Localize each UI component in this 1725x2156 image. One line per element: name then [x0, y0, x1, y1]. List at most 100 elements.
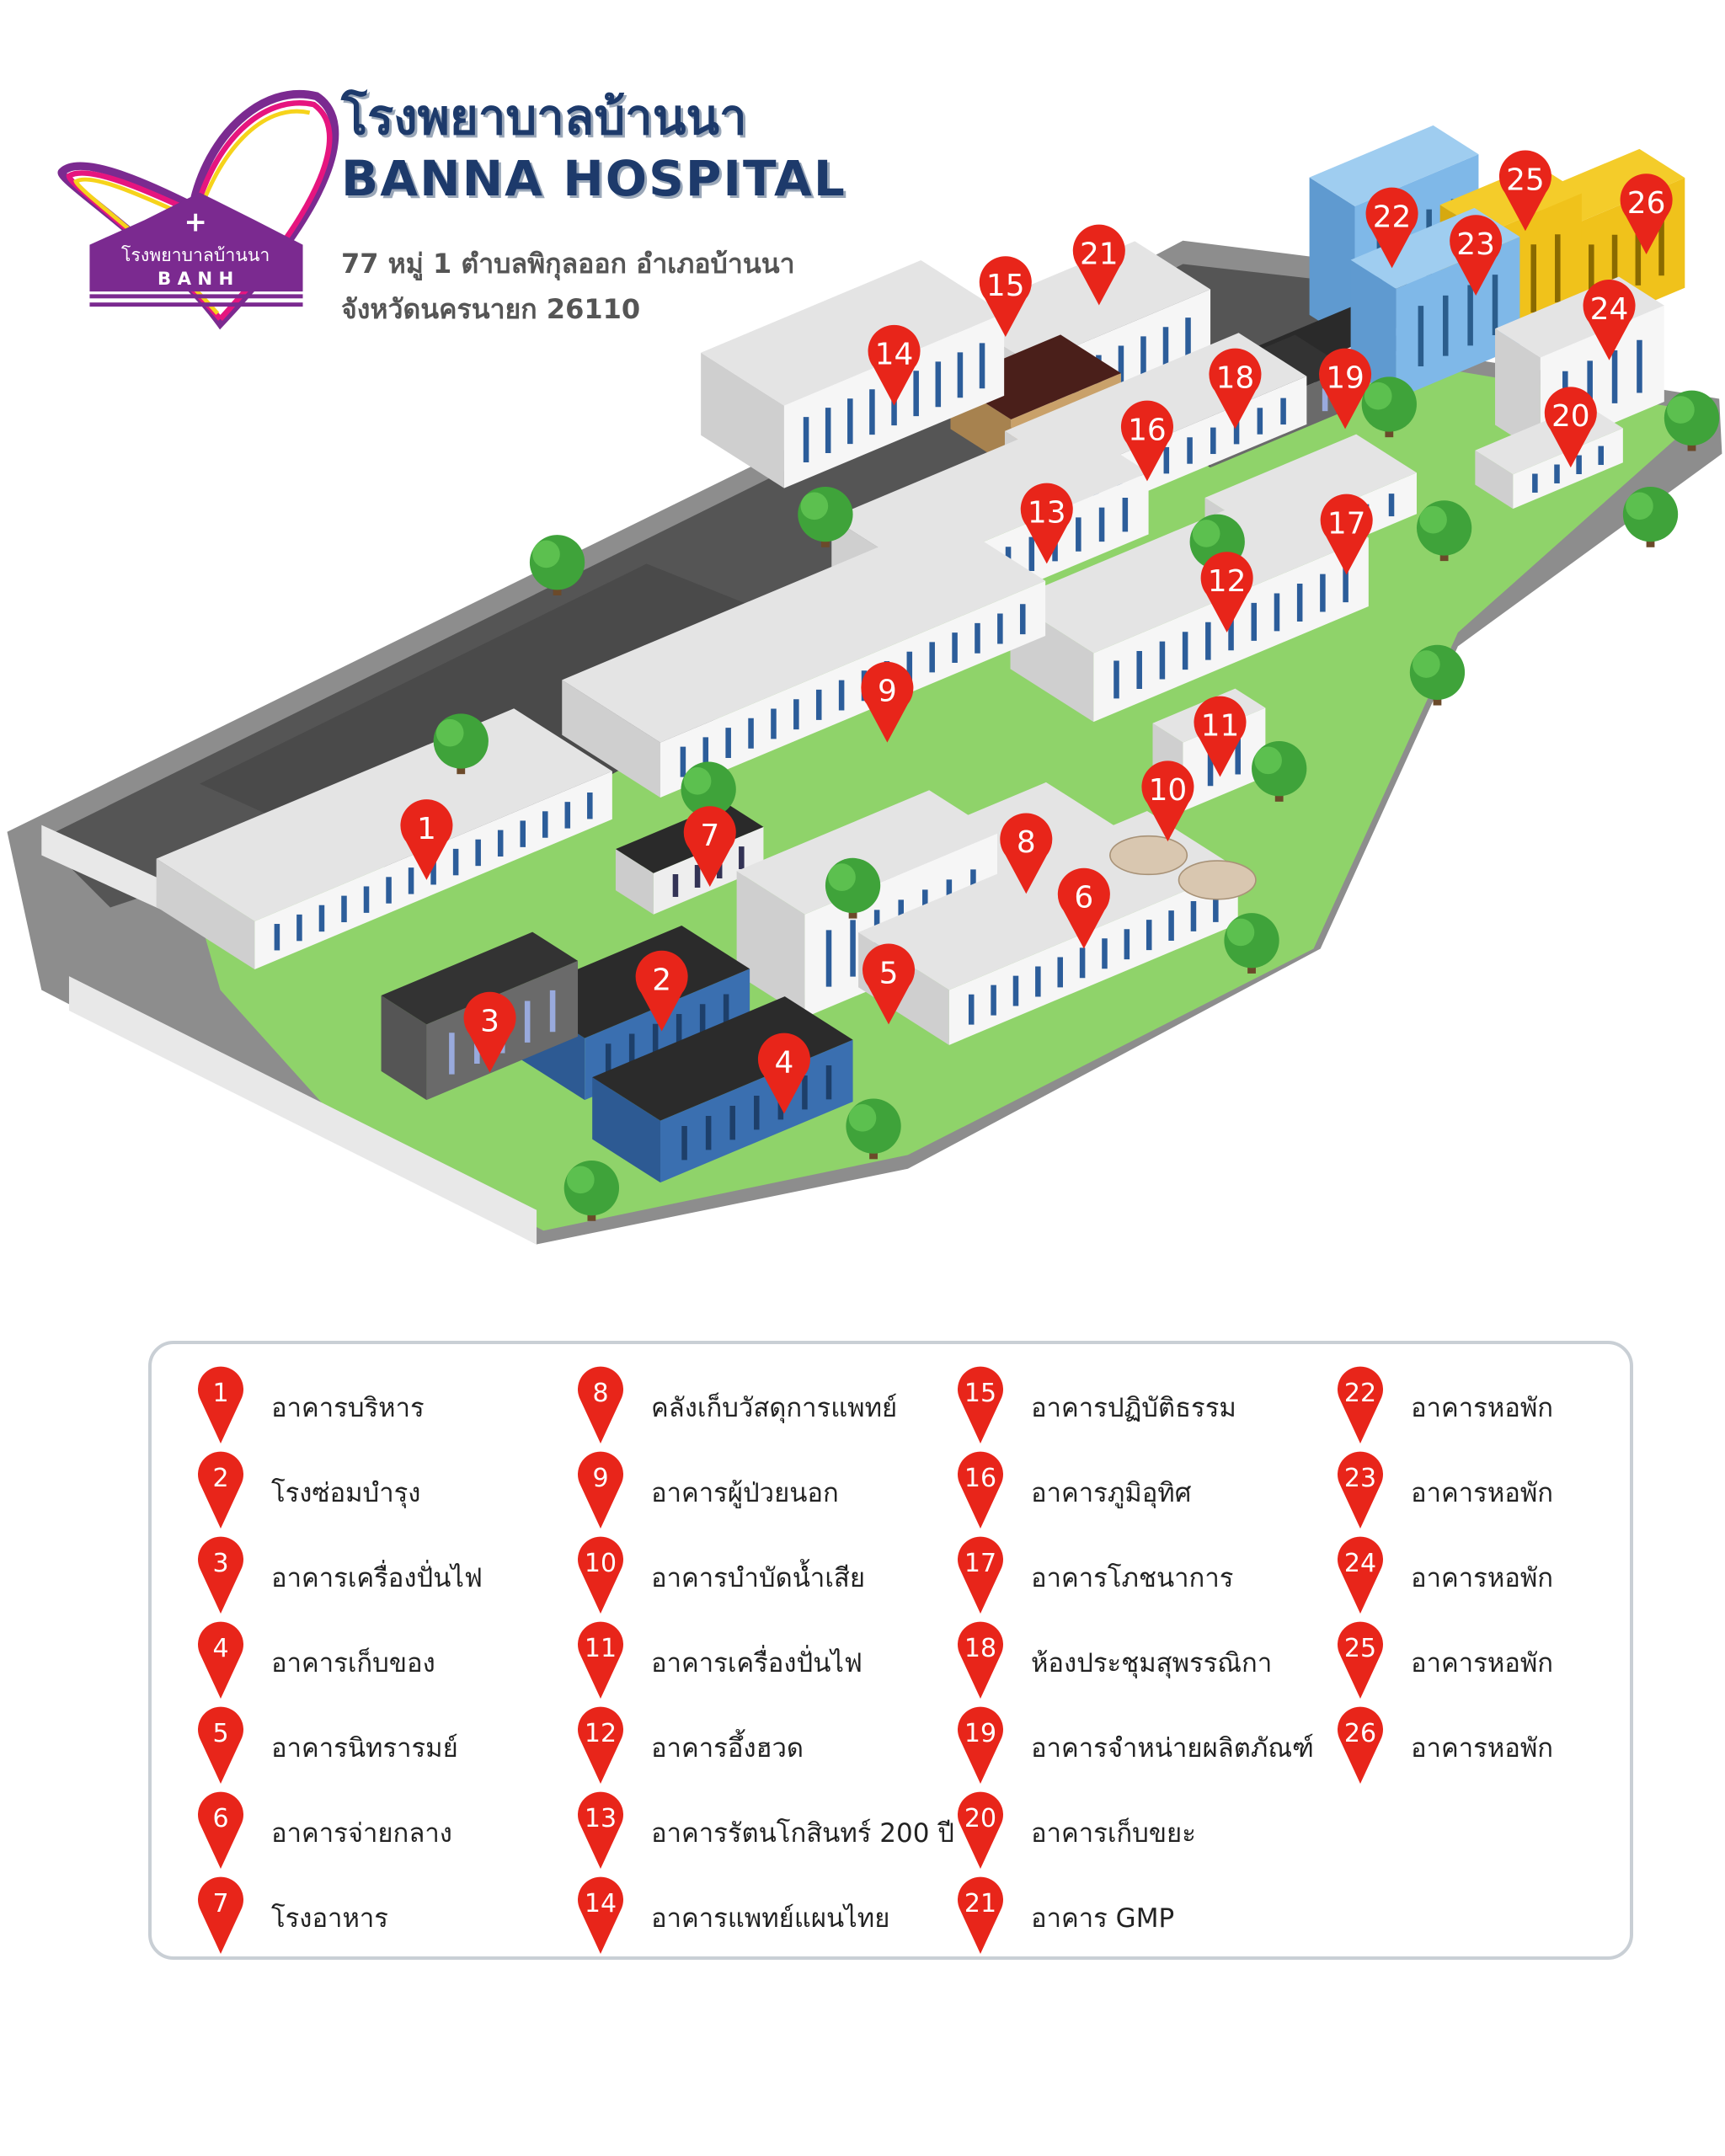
map-marker-icon: 1 [198, 1366, 243, 1444]
map-pin-20[interactable]: 20 [1544, 387, 1597, 468]
map-pin-24[interactable]: 24 [1583, 279, 1636, 360]
legend-item: 9 อาคารผู้ป่วยนอก [575, 1451, 839, 1531]
legend-number: 1 [212, 1379, 228, 1408]
map-marker-icon: 9 [578, 1451, 623, 1529]
map-marker-icon: 5 [198, 1706, 243, 1784]
map-marker-icon [979, 256, 1032, 337]
map-pin-23[interactable]: 23 [1450, 215, 1503, 296]
map-pin-6[interactable]: 6 [1057, 867, 1110, 949]
map-marker-icon [1620, 173, 1673, 255]
map-pin-25[interactable]: 25 [1498, 150, 1551, 232]
map-marker-icon: 6 [198, 1791, 243, 1869]
map-marker-icon [1000, 813, 1053, 894]
map-pin-22[interactable]: 22 [1365, 187, 1418, 269]
pin-number: 8 [1017, 825, 1036, 860]
pin-number: 9 [878, 675, 897, 709]
legend-label: อาคารจำหน่ายผลิตภัณฑ์ [1031, 1733, 1314, 1764]
legend-label: อาคาร GMP [1031, 1903, 1175, 1934]
legend-label: อาคารเก็บของ [271, 1648, 435, 1678]
map-marker-icon: 19 [958, 1706, 1003, 1784]
map-pin-16[interactable]: 16 [1120, 400, 1173, 482]
legend-number: 20 [964, 1804, 996, 1833]
map-marker-icon [1072, 224, 1125, 306]
tree [1416, 500, 1472, 562]
legend-label: ห้องประชุมสุพรรณิกา [1031, 1648, 1273, 1678]
legend-number: 26 [1344, 1719, 1376, 1748]
tree [1224, 913, 1279, 974]
legend-item: 11 อาคารเครื่องปั่นไฟ [575, 1621, 862, 1701]
legend-label: อาคารเครื่องปั่นไฟ [651, 1648, 862, 1678]
address-line-1: 77 หมู่ 1 ตำบลพิกุลออก อำเภอบ้านนา [341, 248, 795, 280]
pin-number: 14 [875, 338, 914, 372]
map-marker-icon [1319, 348, 1372, 430]
legend-number: 14 [585, 1889, 617, 1919]
map-pin-4[interactable]: 4 [757, 1033, 810, 1114]
map-marker-icon [1020, 483, 1073, 564]
legend-number: 24 [1344, 1549, 1376, 1578]
legend-label: อาคารหอพัก [1411, 1648, 1554, 1678]
map-marker-icon [1544, 387, 1597, 468]
pin-number: 2 [652, 963, 671, 998]
map-pin-17[interactable]: 17 [1320, 494, 1373, 575]
map-marker-icon [1450, 215, 1503, 296]
legend-label: อาคารภูมิอุทิศ [1031, 1478, 1192, 1508]
map-pin-12[interactable]: 12 [1200, 552, 1253, 633]
map-marker-icon: 24 [1338, 1536, 1383, 1614]
map-marker-icon [1200, 552, 1253, 633]
legend-number: 18 [964, 1634, 996, 1663]
map-marker-icon: 20 [958, 1791, 1003, 1869]
map-pin-14[interactable]: 14 [868, 324, 921, 406]
legend-number: 11 [585, 1634, 617, 1663]
tree [798, 486, 853, 547]
map-pin-21[interactable]: 21 [1072, 224, 1125, 306]
map-pin-9[interactable]: 9 [861, 661, 914, 743]
map-marker-icon: 4 [198, 1621, 243, 1699]
legend-number: 13 [585, 1804, 617, 1833]
map-marker-icon [1120, 400, 1173, 482]
legend-number: 19 [964, 1719, 996, 1748]
map-pin-11[interactable]: 11 [1194, 696, 1247, 777]
map-marker-icon [1320, 494, 1373, 575]
legend-number: 5 [212, 1719, 228, 1748]
map-pin-3[interactable]: 3 [463, 991, 516, 1073]
legend-label: อาคารนิทรารมย์ [271, 1733, 458, 1764]
legend-label: อาคารหอพัก [1411, 1563, 1554, 1593]
map-pin-5[interactable]: 5 [862, 943, 916, 1025]
legend-number: 4 [212, 1634, 228, 1663]
legend-item: 4 อาคารเก็บของ [195, 1621, 435, 1701]
map-pin-7[interactable]: 7 [683, 806, 736, 888]
map-marker-icon [1194, 696, 1247, 777]
legend-label: อาคารบำบัดน้ำเสีย [651, 1563, 865, 1593]
pin-number: 21 [1080, 237, 1119, 271]
legend-label: อาคารผู้ป่วยนอก [651, 1478, 839, 1508]
map-pin-26[interactable]: 26 [1620, 173, 1673, 255]
logo-text-en: B A N H [158, 269, 233, 290]
pin-number: 11 [1201, 708, 1240, 743]
logo-text-th: โรงพยาบาลบ้านนา [121, 245, 270, 266]
legend-item: 5 อาคารนิทรารมย์ [195, 1706, 458, 1786]
map-marker-icon: 15 [958, 1366, 1003, 1444]
tree [563, 1160, 620, 1221]
pin-number: 19 [1326, 360, 1365, 395]
map-pin-13[interactable]: 13 [1020, 483, 1073, 564]
legend-number: 17 [964, 1549, 996, 1578]
map-pin-15[interactable]: 15 [979, 256, 1032, 337]
map-pin-8[interactable]: 8 [1000, 813, 1053, 894]
map-pin-2[interactable]: 2 [635, 950, 688, 1032]
pin-number: 18 [1216, 360, 1255, 395]
pin-number: 7 [700, 819, 719, 853]
map-pin-1[interactable]: 1 [400, 799, 453, 880]
map-pin-10[interactable]: 10 [1141, 760, 1194, 842]
legend-item: 13 อาคารรัตนโกสินทร์ 200 ปี [575, 1791, 954, 1871]
map-pin-18[interactable]: 18 [1209, 348, 1262, 430]
map-pin-19[interactable]: 19 [1319, 348, 1372, 430]
legend-label: อาคารรัตนโกสินทร์ 200 ปี [651, 1818, 954, 1849]
pin-number: 15 [986, 269, 1025, 303]
